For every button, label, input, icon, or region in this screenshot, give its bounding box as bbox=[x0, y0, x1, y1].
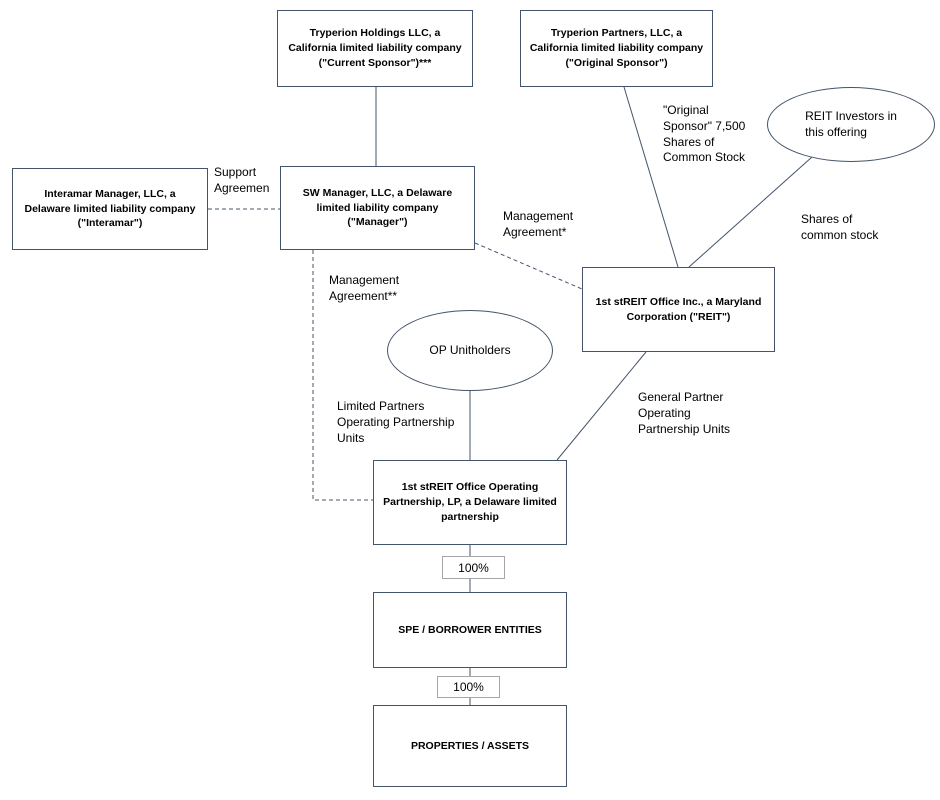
label-general-partner-units: General Partner Operating Partnership Un… bbox=[638, 390, 731, 436]
ownership-pct-box-2: 100% bbox=[437, 676, 500, 698]
node-operating-partnership: 1st stREIT Office Operating Partnership,… bbox=[373, 460, 567, 545]
label-management-agreement-reit: Management Agreement* bbox=[503, 209, 574, 239]
node-current-sponsor: Tryperion Holdings LLC, a California lim… bbox=[277, 10, 473, 87]
op-unitholders-label: OP Unitholders bbox=[429, 342, 511, 357]
node-sw-manager: SW Manager, LLC, a Delaware limited liab… bbox=[280, 166, 475, 250]
node-original-sponsor: Tryperion Partners, LLC, a California li… bbox=[520, 10, 713, 87]
node-reit: 1st stREIT Office Inc., a Maryland Corpo… bbox=[582, 267, 775, 352]
label-shares-of-common-stock: Shares of common stock bbox=[801, 212, 879, 242]
reit-investors-label: REIT Investors in this offering bbox=[805, 108, 897, 139]
label-support-agreement: Support Agreemen bbox=[214, 165, 270, 195]
ownership-pct-box-1: 100% bbox=[442, 556, 505, 579]
edge-manager-to-reit-management-agreement bbox=[474, 242, 583, 290]
label-original-sponsor-shares: "Original Sponsor" 7,500 Shares of Commo… bbox=[663, 103, 746, 165]
node-interamar: Interamar Manager, LLC, a Delaware limit… bbox=[12, 168, 208, 250]
node-spe-borrower-entities: SPE / BORROWER ENTITIES bbox=[373, 592, 567, 668]
label-limited-partners-units: Limited Partners Operating Partnership U… bbox=[337, 399, 455, 445]
node-properties-assets: PROPERTIES / ASSETS bbox=[373, 705, 567, 787]
edge-investors-to-reit bbox=[688, 156, 813, 268]
node-op-unitholders: OP Unitholders bbox=[387, 310, 553, 391]
label-management-agreement-op: Management Agreement** bbox=[329, 273, 400, 303]
edge-manager-to-operating-partnership-management-agreement bbox=[312, 250, 373, 501]
node-reit-investors: REIT Investors in this offering bbox=[767, 87, 935, 162]
edge-original-sponsor-to-reit bbox=[623, 86, 679, 268]
edge-reit-to-operating-partnership bbox=[556, 351, 647, 461]
